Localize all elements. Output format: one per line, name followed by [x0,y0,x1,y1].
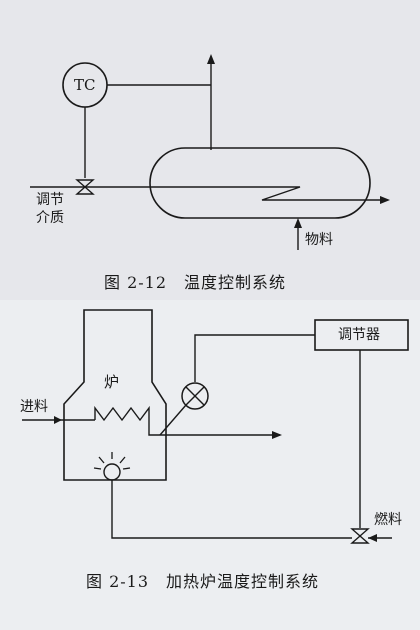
feed-arrow [54,416,62,424]
figure-2-12-panel: TC 调节 介质 物料 图 2-12 温度控制系统 [0,0,420,300]
temperature-sensor-icon [181,382,209,410]
fuel-arrow [368,534,377,542]
coil-outlet-arrow [380,196,390,204]
tc-label: TC [74,76,96,94]
material-inlet-arrow [294,218,302,228]
figure-2-12-caption: 图 2-12 温度控制系统 [104,273,287,292]
outlet-arrow [272,431,282,439]
material-label: 物料 [305,232,333,248]
furnace-label: 炉 [104,373,120,391]
fuel-label: 燃料 [374,512,402,528]
outlet-arrow [207,54,215,64]
fuel-valve-icon [350,528,370,544]
sensor-probe-line [159,404,187,436]
regulator-label: 调节器 [338,327,380,343]
vessel [149,147,371,219]
valve-label-line2: 介质 [36,210,64,226]
figure-2-13-panel: 调节器 炉 进料 燃料 图 2-13 加热炉温度控制系统 [0,300,420,630]
heating-coil [242,186,380,201]
furnace-body [63,309,167,481]
burner-icon [93,452,131,481]
temperature-control-diagram [30,54,390,250]
feed-label: 进料 [20,399,48,415]
figure-2-13-caption: 图 2-13 加热炉温度控制系统 [86,572,320,591]
furnace-coil [94,405,280,436]
furnace-temperature-control-diagram [22,309,409,544]
control-valve-icon [75,179,95,195]
fuel-line [111,480,352,539]
sensor-signal-line [194,334,315,382]
valve-label-line1: 调节 [36,192,64,208]
